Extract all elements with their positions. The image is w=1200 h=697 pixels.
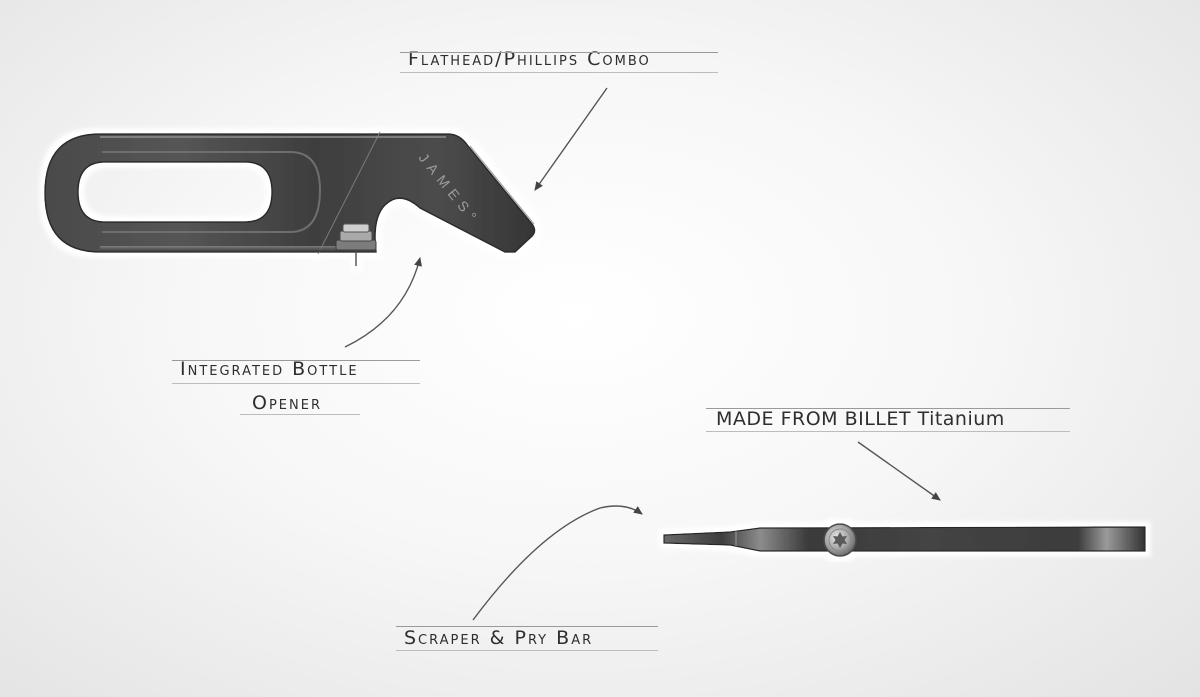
underline [240, 414, 360, 415]
underline [400, 52, 718, 53]
underline [172, 383, 420, 384]
underline [706, 408, 1070, 409]
arrow-titanium [857, 441, 941, 501]
tool-body [44, 133, 536, 253]
bottom-edge [100, 246, 376, 252]
label-billet-titanium: MADE FROM BILLET Titanium [716, 408, 1005, 430]
label-scraper-pry-bar: Scraper & Pry Bar [404, 627, 594, 649]
side-bar [663, 526, 1146, 552]
screw-stack [335, 223, 377, 266]
facet-line [317, 131, 381, 255]
underline [706, 431, 1070, 432]
underline [172, 360, 420, 361]
label-flathead-phillips: Flathead/Phillips Combo [408, 48, 651, 70]
arrow-scraper [472, 505, 643, 621]
facet-line [469, 145, 535, 225]
torx-star-icon [833, 532, 847, 548]
label-bottle-opener-line2: Opener [252, 392, 322, 414]
underline [400, 72, 718, 73]
underline [396, 650, 658, 651]
underline [396, 626, 658, 627]
label-bottle-opener-line1: Integrated Bottle [180, 358, 359, 380]
slot-rim [102, 151, 322, 233]
arrow-flathead [534, 87, 608, 191]
tool-top-view: JAMES° [44, 131, 536, 266]
arrow-bottle-opener [344, 257, 422, 348]
tool-side-view [663, 523, 1146, 557]
